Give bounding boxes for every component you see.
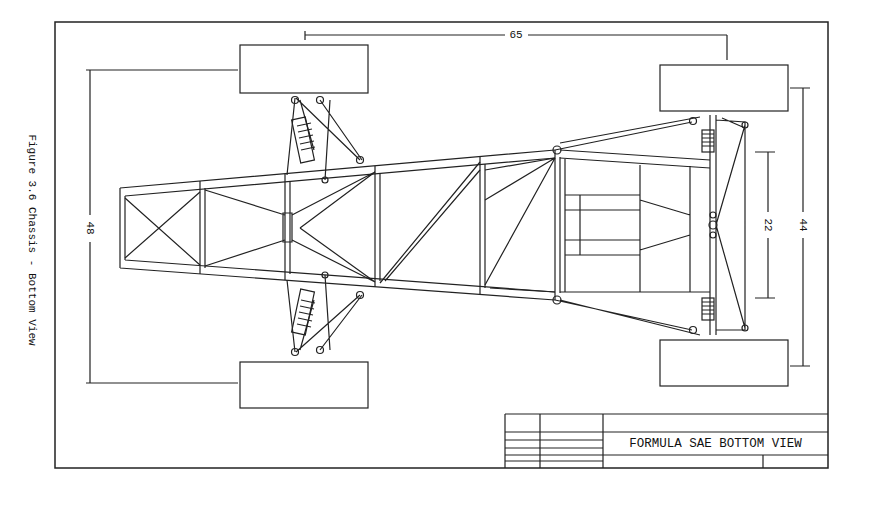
figure-caption: Figure 3.6 Chassis - Bottom View (26, 134, 38, 345)
dimension-label: 48 (84, 219, 96, 236)
dimension-label: 65 (507, 29, 524, 41)
dimension-label: 22 (762, 216, 774, 233)
title-block-cell: FORMULA SAE BOTTOM VIEW (603, 432, 828, 455)
drawing-title: FORMULA SAE BOTTOM VIEW (629, 437, 802, 451)
dimension-label: 44 (797, 216, 809, 233)
